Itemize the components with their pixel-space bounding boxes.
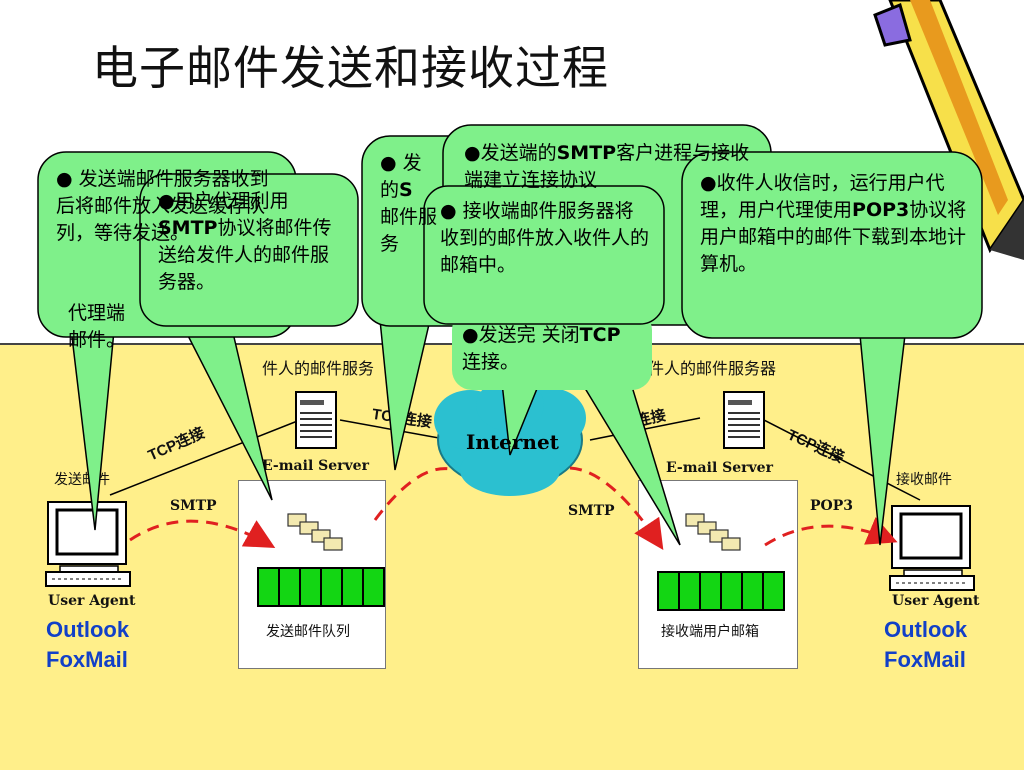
bubble-6-pre: 发送完 [478,324,536,346]
bubble-2-body [139,173,359,327]
computer-left-icon [45,501,131,587]
bubble-7-pre: 收件人收信时，运行用户代理，用户代理使用 [700,172,945,221]
user-agent-right: User Agent [892,593,980,609]
envelope-stack-left-icon [287,513,343,551]
computer-right-icon [889,505,975,591]
bubble-6-post: 关闭 [541,324,580,346]
client-right-outlook: Outlook [884,617,968,642]
bubble-7-body [681,151,983,339]
bubble-1-back-line2: 邮件。 [68,329,126,351]
bubble-4-bold: SMTP [556,142,617,164]
bubble-2-post: 协议将邮件传送给发件人的邮件服务器。 [158,217,332,293]
queue-label: 发送邮件队列 [266,624,350,640]
smtp-left-label: SMTP [170,498,217,514]
client-left-outlook: Outlook [46,617,130,642]
bubble-4-pre: 发送端的 [480,142,557,164]
bubble-3-mid: 的 [380,179,400,201]
flow-arrow-3 [569,466,664,550]
bubble-6-bullet: ● [462,324,479,346]
send-queue [257,567,385,607]
bubble-1-content: 发送端邮件服务器收到后将邮件放入发送缓存队列，等待发送。 [56,168,269,244]
bubble-tail-6 [578,379,681,546]
envelope-stack-right-icon [685,513,741,551]
server-left-icon [295,391,337,449]
bubble-tail-3 [379,319,431,471]
bubble-4-text: ●发送端的SMTP客户进程与接收端建立连接协议 [464,140,754,194]
pop3-label: POP3 [810,498,853,514]
smtp-right-label: SMTP [568,503,615,519]
server-left-label: E-mail Server [262,458,369,474]
bubble-3-text: ● 发 的S 邮件服务 [380,150,440,258]
tcp-line-4 [759,417,921,501]
flow-arrow-4 [764,516,898,547]
client-left: Outlook FoxMail [46,615,129,675]
sender-server-caption: 件人的邮件服务 [262,359,375,378]
bubble-2-bold: SMTP [158,217,218,239]
bubble-3-pre: 发 [396,152,422,174]
user-mailbox [657,571,785,611]
bubble-5-content: 接收端邮件服务器将收到的邮件放入收件人的邮箱中。 [440,200,650,276]
bubble-1-back-line1: 代理端 [68,302,126,324]
server-right-label: E-mail Server [666,460,773,476]
tcp-line-1 [109,419,301,496]
bubble-4-bullet: ● [464,142,481,164]
client-right: Outlook FoxMail [884,615,967,675]
bubble-5-bullet: ● [440,200,457,222]
bubble-2-bullet: ● [158,190,175,212]
bubble-3-bullet: ● [380,152,397,174]
bubble-7-bold: POP3 [852,199,910,221]
bubble-1-bullet: ● [56,168,73,190]
bubble-3-bold: S [399,179,413,201]
bubble-6-body [452,310,652,390]
bubble-5-body [423,185,665,325]
bubble-6-text: ●发送完 关闭TCP 连接。 [462,322,652,376]
bubble-1-back-text: 代理端 邮件。 [68,300,148,354]
bubble-7-text: ●收件人收信时，运行用户代理，用户代理使用POP3协议将用户邮箱中的邮件下载到本… [700,170,968,278]
receiver-server-caption: 收件人的邮件服务器 [632,359,777,378]
user-agent-left: User Agent [48,593,136,609]
bubble-1-text: ● 发送端邮件服务器收到后将邮件放入发送缓存队列，等待发送。 [56,166,286,247]
bubble-2-pre: 用户代理利用 [174,190,289,212]
bubble-2-text: ●用户代理利用 SMTP协议将邮件传送给发件人的邮件服务器。 [158,188,344,296]
client-right-foxmail: FoxMail [884,647,966,672]
bubble-tail-2 [178,319,273,501]
bubble-3-post: 邮件服务 [380,206,438,255]
receiver-label: 接收邮件 [896,472,952,488]
bubble-7-bullet: ● [700,172,717,194]
internet-label: Internet [466,430,559,454]
bubble-4-post: 客户进程与接收端建立连接协议 [464,142,750,191]
client-left-foxmail: FoxMail [46,647,128,672]
flow-arrow-2 [373,467,456,521]
bubble-5-text: ● 接收端邮件服务器将收到的邮件放入收件人的邮箱中。 [440,198,652,279]
mailbox-label: 接收端用户邮箱 [661,624,759,640]
bubble-6-line2: 连接。 [462,351,520,373]
page-title: 电子邮件发送和接收过程 [92,41,609,95]
bubble-6-bold: TCP [579,324,621,346]
bubble-7-post: 协议将用户邮箱中的邮件下载到本地计算机。 [700,199,967,275]
flow-arrow-1 [129,519,276,548]
server-right-icon [723,391,765,449]
